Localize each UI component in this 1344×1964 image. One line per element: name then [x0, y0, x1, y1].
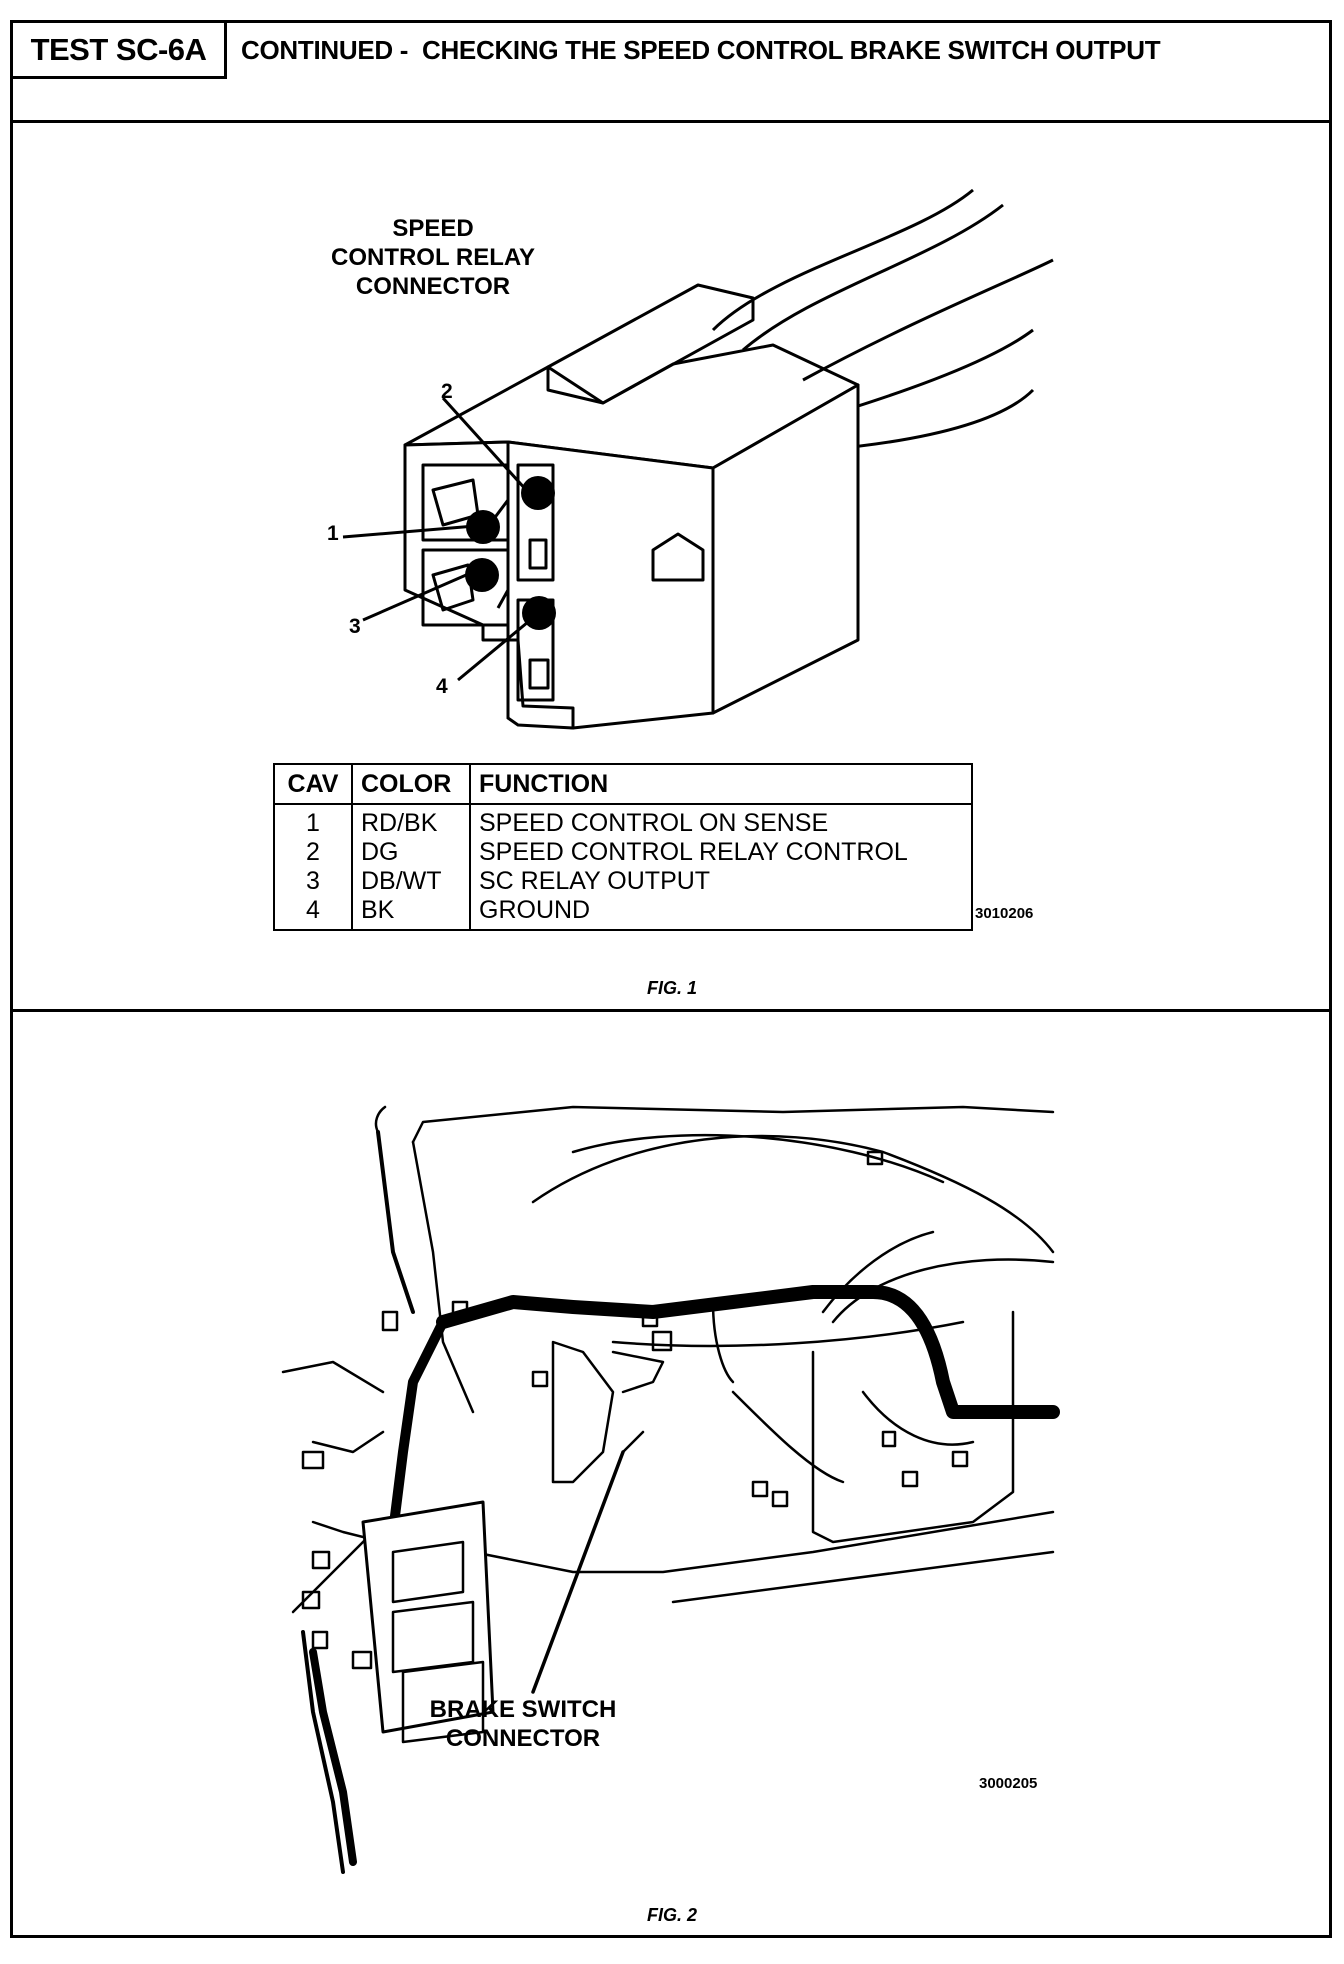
page-title: CONTINUED - CHECKING THE SPEED CONTROL B…	[241, 35, 1161, 65]
cell-function: SPEED CONTROL ON SENSE	[479, 809, 829, 837]
pin-number-1: 1	[327, 522, 339, 545]
cell-color: BK	[352, 896, 471, 930]
cell-cav: 1	[274, 804, 353, 838]
cell-function: SC RELAY OUTPUT	[479, 867, 711, 895]
table-header-row: CAV COLOR FUNCTION	[274, 764, 972, 805]
page-frame: TEST SC-6A CONTINUED - CHECKING THE SPEE…	[10, 20, 1332, 1938]
fig1-caption: FIG. 1	[647, 978, 698, 998]
connector-label: SPEED CONTROL RELAY CONNECTOR	[303, 214, 563, 301]
cell-function: GROUND	[479, 896, 591, 924]
table-row: 2 DG SPEED CONTROL RELAY CONTROL	[274, 838, 972, 867]
cell-color: DG	[352, 838, 471, 867]
brake-switch-callout-line-1: BRAKE SWITCH	[429, 1696, 617, 1723]
header-function: FUNCTION	[470, 764, 972, 805]
pin-markers	[465, 476, 556, 630]
relay-connector-illustration	[342, 188, 1054, 730]
cell-cav: 2	[274, 838, 353, 867]
table-row: 1 RD/BK SPEED CONTROL ON SENSE	[274, 804, 972, 838]
pin-number-4: 4	[436, 675, 448, 698]
fig2-part-number: 3000205	[979, 1775, 1038, 1792]
cell-color: DB/WT	[352, 867, 471, 896]
brake-switch-callout-line-2: CONNECTOR	[445, 1725, 601, 1752]
pin-number-3: 3	[349, 615, 361, 638]
cavity-table: CAV COLOR FUNCTION 1 RD/BK SPEED CONTROL…	[273, 763, 973, 931]
fig2-caption: FIG. 2	[647, 1905, 698, 1925]
cell-color: RD/BK	[352, 804, 471, 838]
test-id: TEST SC-6A	[30, 31, 207, 67]
figure-2-panel: BRAKE SWITCH CONNECTOR 3000205 FIG. 2	[13, 1012, 1329, 1938]
fig1-part-number: 3010206	[975, 905, 1034, 922]
header-cav: CAV	[274, 764, 353, 805]
table-row: 3 DB/WT SC RELAY OUTPUT	[274, 867, 972, 896]
header-row: TEST SC-6A CONTINUED - CHECKING THE SPEE…	[13, 23, 1329, 123]
test-id-box: TEST SC-6A	[13, 23, 227, 79]
connector-label-line-2: CONTROL RELAY	[330, 244, 536, 271]
figure-1-panel: SPEED CONTROL RELAY CONNECTOR 1 2 3 4 CA…	[13, 120, 1329, 1012]
cell-cav: 4	[274, 896, 353, 930]
brake-switch-callout: BRAKE SWITCH CONNECTOR	[423, 1695, 623, 1753]
header-color: COLOR	[352, 764, 471, 805]
connector-label-line-3: CONNECTOR	[355, 273, 511, 300]
table-row: 4 BK GROUND	[274, 896, 972, 930]
dash-harness-illustration	[281, 1105, 1060, 1874]
cell-cav: 3	[274, 867, 353, 896]
pin-number-2: 2	[441, 380, 453, 403]
connector-label-line-1: SPEED	[392, 215, 474, 242]
cell-function: SPEED CONTROL RELAY CONTROL	[479, 838, 908, 866]
